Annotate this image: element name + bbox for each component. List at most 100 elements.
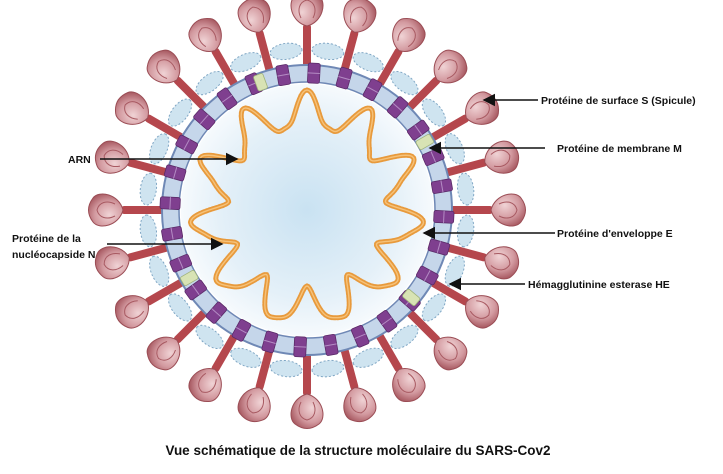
spike-head — [343, 0, 377, 33]
label-nucleocapsid-line2: nucléocapside N — [12, 249, 95, 261]
he-protein — [195, 324, 224, 350]
spike-protein — [290, 0, 324, 70]
envelope-protein — [253, 73, 268, 92]
membrane-protein-detail — [177, 257, 184, 269]
spike-protein — [340, 0, 377, 76]
spike-protein — [427, 277, 500, 329]
membrane-protein — [415, 265, 439, 286]
spike-head — [343, 387, 377, 423]
spike-head-detail — [349, 393, 368, 414]
spike-head — [94, 246, 130, 280]
membrane-protein-detail — [169, 197, 171, 210]
membrane-protein-detail — [235, 326, 247, 334]
label-arn: ARN — [68, 154, 91, 166]
spike-head-detail — [498, 201, 518, 219]
membrane-protein — [175, 134, 199, 155]
spike-protein — [404, 307, 468, 371]
spike-stem — [427, 277, 469, 306]
spike-head-detail — [103, 149, 124, 168]
spike-stem — [404, 307, 441, 344]
spike-head — [237, 387, 271, 423]
spike-head — [290, 0, 324, 27]
membrane-protein — [216, 87, 238, 110]
envelope-protein-body — [253, 73, 268, 92]
spike-stem — [427, 114, 469, 143]
spike-stem — [340, 344, 359, 391]
spike-head-detail — [349, 6, 368, 27]
he-protein — [456, 214, 475, 248]
he-protein — [230, 347, 262, 368]
spike-head-detail — [490, 252, 511, 271]
membrane-protein-detail — [173, 166, 178, 179]
spike-stem — [173, 307, 210, 344]
spike-head — [88, 193, 124, 227]
label-hemagglutinin-esterase: Hémagglutinine esterase HE — [528, 279, 670, 291]
he-protein — [390, 324, 419, 350]
he-protein — [195, 70, 224, 96]
spike-head — [188, 368, 222, 403]
spike-stem — [211, 330, 240, 372]
spike-head — [114, 295, 149, 329]
membrane-protein — [386, 96, 409, 119]
membrane-protein — [261, 330, 279, 354]
spike-protein — [237, 0, 274, 76]
annotation-arrows — [100, 93, 555, 291]
he-protein — [390, 70, 419, 96]
spike-head-detail — [438, 59, 458, 79]
membrane-protein-detail — [338, 76, 351, 81]
membrane-protein-detail — [324, 343, 337, 347]
spike-head-detail — [156, 341, 176, 361]
membrane-protein-detail — [183, 138, 191, 150]
membrane-proteins — [159, 62, 455, 358]
spike-head — [114, 91, 149, 125]
spike-head-detail — [198, 27, 217, 48]
membrane-protein — [351, 324, 370, 348]
spike-head-detail — [469, 300, 490, 319]
spike-head-detail — [438, 341, 458, 361]
spike-head-detail — [490, 149, 511, 168]
he-protein — [230, 52, 262, 73]
he-protein — [149, 255, 170, 287]
spike-head-detail — [124, 300, 145, 319]
membrane-protein — [427, 238, 451, 256]
spike-head — [392, 368, 426, 403]
spike-stem — [374, 330, 403, 372]
spike-stem — [404, 76, 441, 113]
he-protein — [269, 42, 303, 61]
spike-protein — [94, 140, 173, 177]
membrane-protein-detail — [440, 180, 444, 193]
spike-head-detail — [397, 372, 416, 393]
membrane-protein — [376, 310, 398, 333]
spike-head — [290, 393, 324, 429]
spike-head — [188, 17, 222, 52]
spike-protein — [114, 91, 187, 143]
membrane-protein-detail — [367, 86, 379, 94]
he-protein — [456, 172, 475, 206]
spike-head — [433, 336, 468, 371]
spike-stem — [447, 206, 493, 214]
envelope-protein — [180, 270, 199, 286]
spike-head — [146, 336, 181, 371]
spike-protein — [290, 350, 324, 429]
membrane-protein-detail — [392, 102, 403, 112]
membrane-protein-detail — [170, 227, 174, 240]
membrane-protein — [335, 66, 353, 90]
membrane-protein — [163, 164, 187, 182]
envelope-protein-body — [415, 134, 434, 150]
membrane-protein — [362, 78, 383, 102]
spike-head — [465, 91, 500, 125]
spike-stem — [255, 29, 274, 76]
spike-stem — [441, 158, 488, 177]
spike-head — [146, 49, 181, 84]
spike-head — [94, 140, 130, 174]
membrane-protein — [205, 301, 228, 324]
membrane-protein-detail — [354, 333, 366, 340]
he-protein — [352, 347, 384, 368]
spike-head — [484, 246, 520, 280]
spike-stem — [340, 29, 359, 76]
membrane-protein-detail — [199, 114, 209, 125]
label-nucleocapsid-line1: Protéine de la — [12, 233, 81, 245]
spike-stem — [441, 243, 488, 262]
spike-head — [392, 17, 426, 52]
spike-head-detail — [397, 27, 416, 48]
